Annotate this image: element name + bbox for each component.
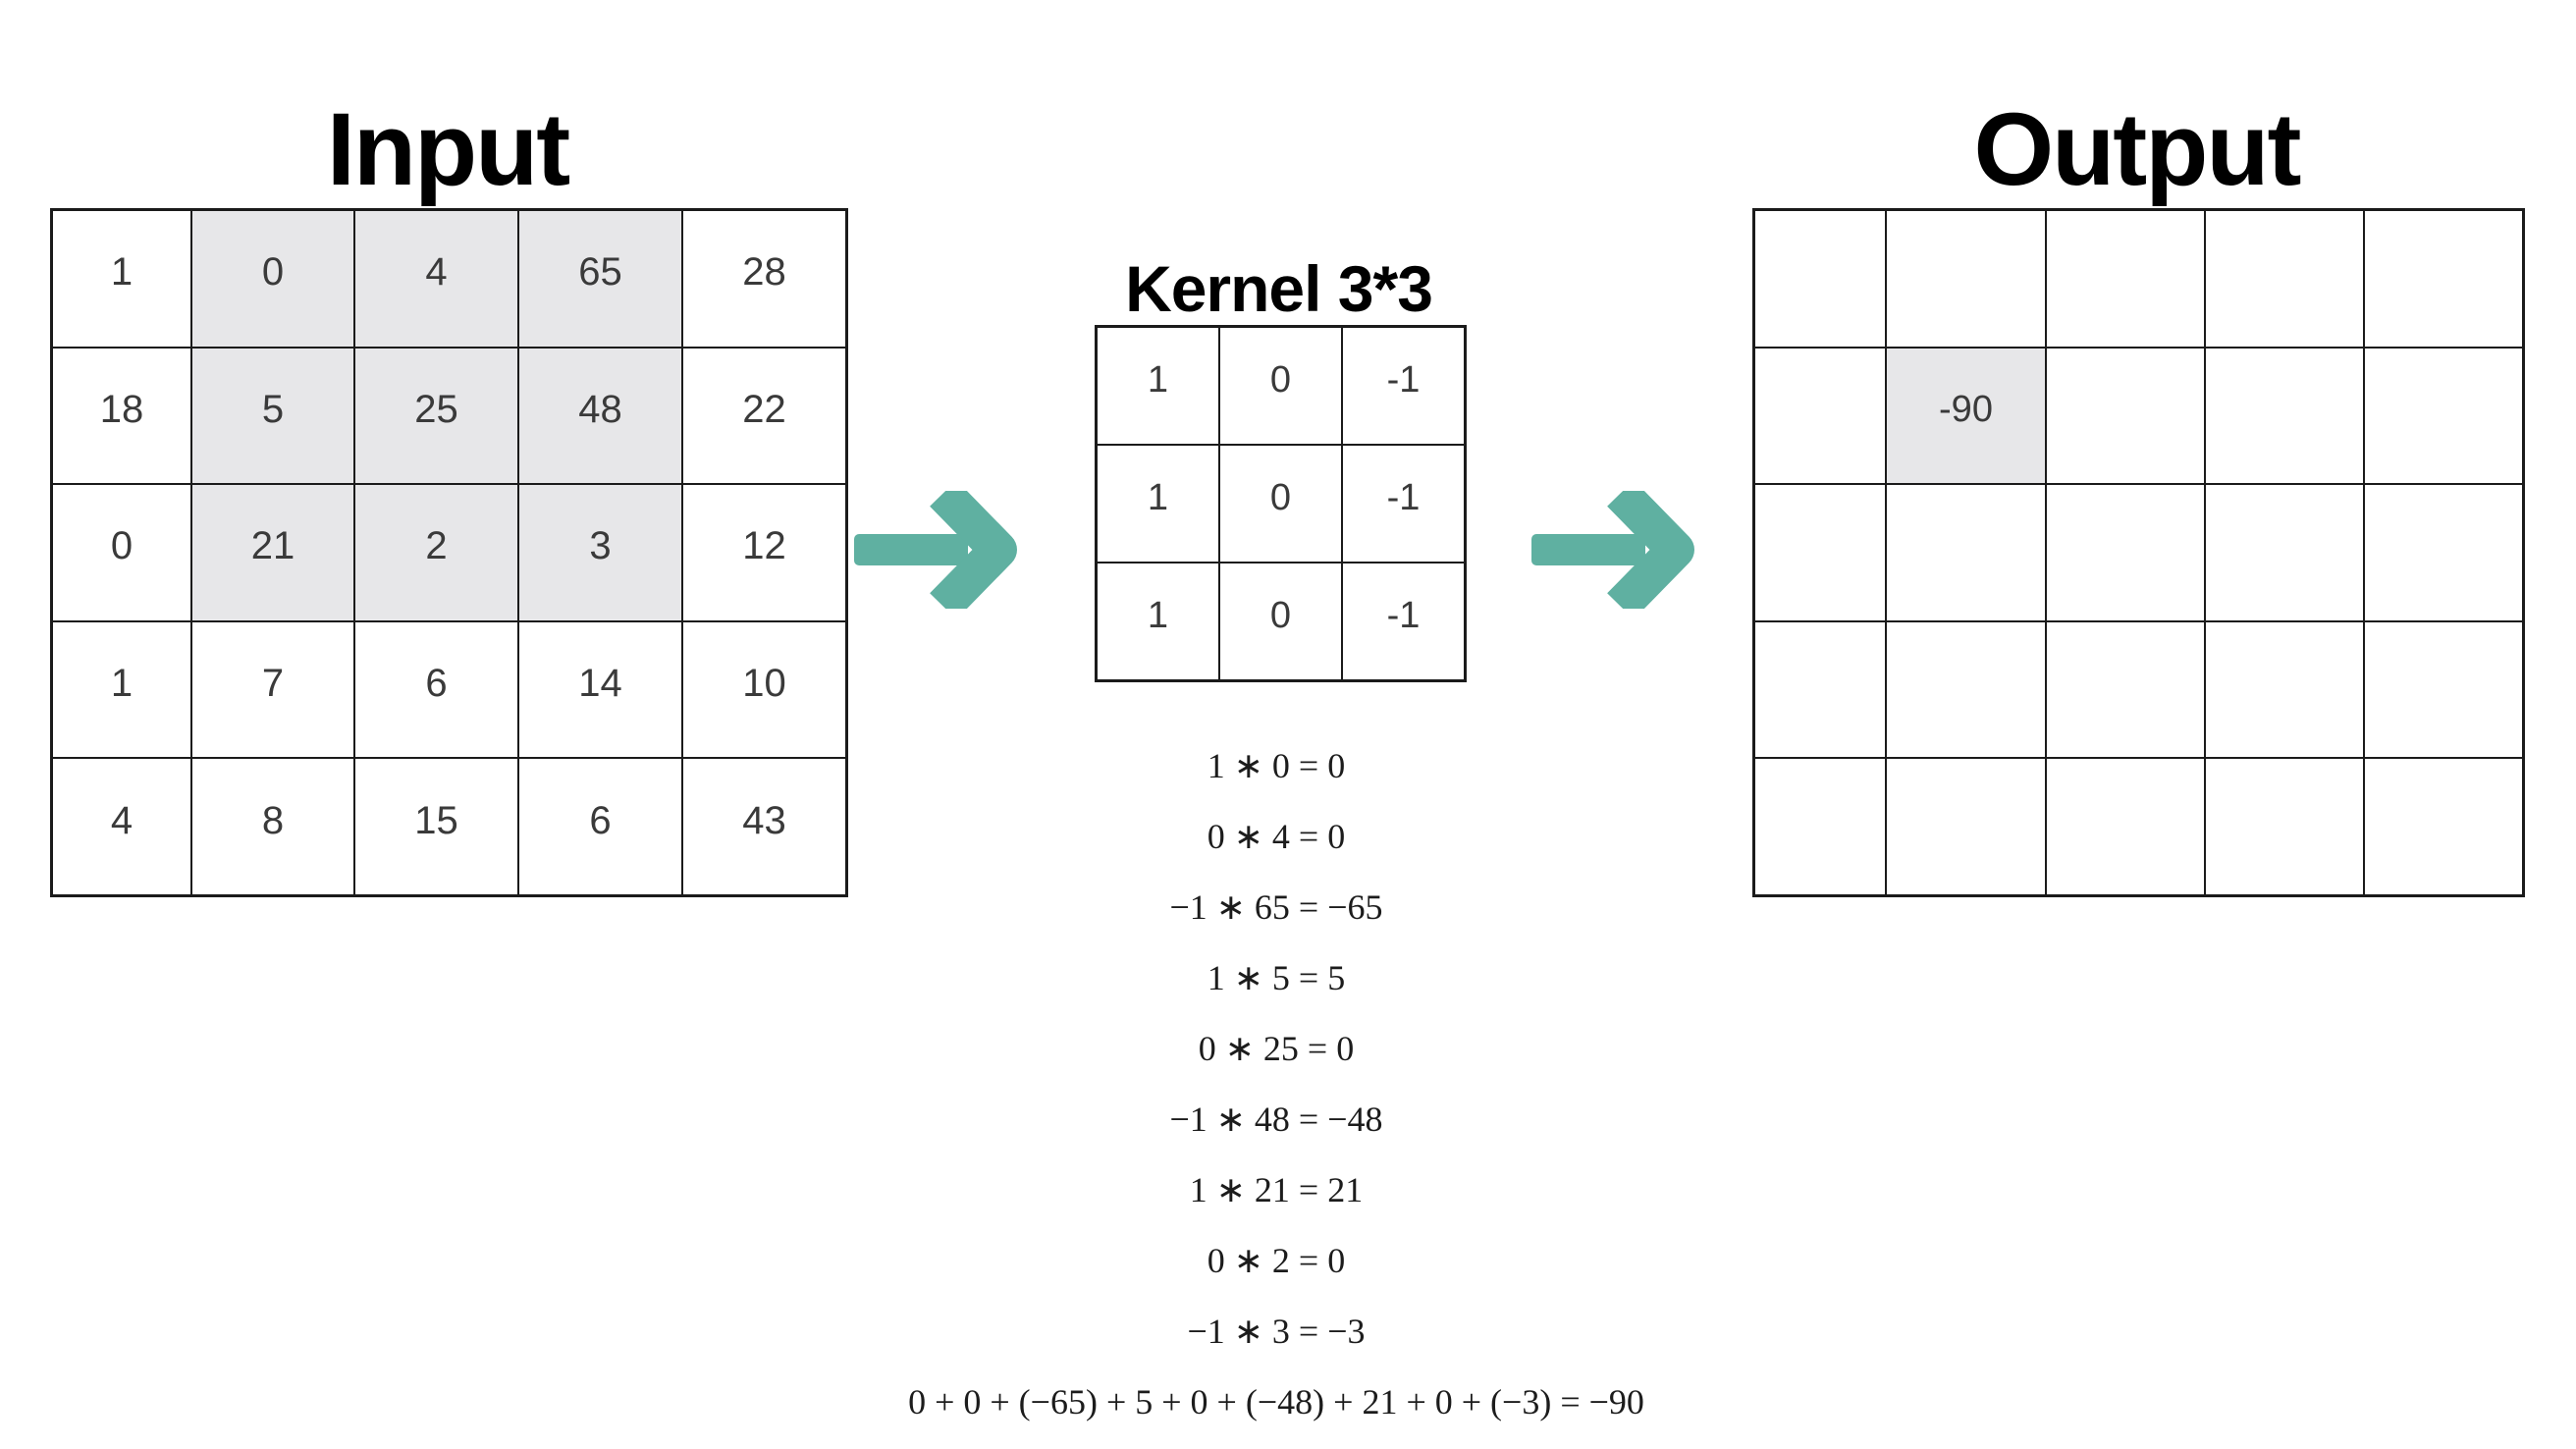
output-grid-cell: -90 <box>1886 347 2046 485</box>
input-grid-cell: 1 <box>52 210 191 348</box>
output-grid-cell <box>2364 484 2523 621</box>
output-grid: -90 <box>1752 208 2525 897</box>
output-grid-cell <box>1886 758 2046 895</box>
output-grid-cell <box>2364 758 2523 895</box>
output-grid-cell <box>1886 620 2046 759</box>
input-grid-cell: 21 <box>191 484 354 621</box>
equation-line: −1 ∗ 65 = −65 <box>1169 887 1383 927</box>
kernel-grid-cell: -1 <box>1342 563 1465 680</box>
input-grid-cell: 12 <box>682 484 846 621</box>
output-grid-cell <box>2046 620 2205 759</box>
equation-line: 0 ∗ 2 = 0 <box>1207 1241 1346 1280</box>
output-grid-cell <box>1754 484 1886 621</box>
input-grid-cell: 6 <box>354 620 518 759</box>
output-grid-cell <box>1886 484 2046 621</box>
output-grid-cell <box>1754 620 1886 759</box>
input-grid-cell: 6 <box>518 758 682 895</box>
convolution-equations: 1 ∗ 0 = 0 0 ∗ 4 = 0 −1 ∗ 65 = −65 1 ∗ 5 = 5… <box>834 730 1718 1437</box>
input-grid-cell: 1 <box>52 620 191 759</box>
equation-line: −1 ∗ 3 = −3 <box>1187 1312 1366 1351</box>
equation-line: 0 ∗ 4 = 0 <box>1207 817 1346 856</box>
kernel-grid-cell: 1 <box>1097 445 1219 563</box>
input-grid-cell: 10 <box>682 620 846 759</box>
input-grid-cell: 7 <box>191 620 354 759</box>
output-grid-cell <box>2364 347 2523 485</box>
input-grid-cell: 5 <box>191 347 354 485</box>
equation-line: 0 ∗ 25 = 0 <box>1198 1029 1355 1068</box>
input-grid-cell: 15 <box>354 758 518 895</box>
input-grid-cell: 18 <box>52 347 191 485</box>
input-section-title: Input <box>326 92 571 208</box>
input-grid-cell: 0 <box>191 210 354 348</box>
output-grid-cell <box>1754 758 1886 895</box>
input-grid-cell: 8 <box>191 758 354 895</box>
output-grid-cell <box>1886 210 2046 348</box>
arrow-right-icon <box>1531 491 1694 609</box>
kernel-grid-cell: 0 <box>1219 563 1342 680</box>
output-grid-cell <box>2205 347 2364 485</box>
equation-line: 1 ∗ 0 = 0 <box>1207 746 1346 785</box>
output-section-title: Output <box>1973 92 2301 208</box>
equation-line: −1 ∗ 48 = −48 <box>1169 1100 1383 1139</box>
kernel-grid-cell: 0 <box>1219 445 1342 563</box>
output-grid-cell <box>2046 758 2205 895</box>
input-grid-cell: 48 <box>518 347 682 485</box>
output-grid-cell <box>2205 758 2364 895</box>
output-grid-cell <box>2205 210 2364 348</box>
input-grid-cell: 25 <box>354 347 518 485</box>
input-grid-cell: 14 <box>518 620 682 759</box>
input-grid-cell: 4 <box>354 210 518 348</box>
kernel-grid-cell: -1 <box>1342 327 1465 445</box>
input-grid-cell: 4 <box>52 758 191 895</box>
equation-line: 0 + 0 + (−65) + 5 + 0 + (−48) + 21 + 0 +… <box>908 1382 1644 1422</box>
kernel-grid-cell: 0 <box>1219 327 1342 445</box>
input-grid-cell: 43 <box>682 758 846 895</box>
equation-line: 1 ∗ 5 = 5 <box>1207 958 1346 997</box>
output-grid-cell <box>2364 620 2523 759</box>
input-grid-cell: 28 <box>682 210 846 348</box>
output-grid-cell <box>1754 347 1886 485</box>
kernel-grid-cell: 1 <box>1097 563 1219 680</box>
output-grid-cell <box>2046 347 2205 485</box>
equation-line: 1 ∗ 21 = 21 <box>1189 1170 1364 1209</box>
input-grid-cell: 0 <box>52 484 191 621</box>
kernel-section-title: Kernel 3*3 <box>1125 251 1433 325</box>
output-grid-cell <box>2046 210 2205 348</box>
input-grid-cell: 22 <box>682 347 846 485</box>
input-grid-cell: 65 <box>518 210 682 348</box>
output-grid-cell <box>2364 210 2523 348</box>
arrow-right-icon <box>854 491 1017 609</box>
input-grid-cell: 3 <box>518 484 682 621</box>
output-grid-cell <box>2205 484 2364 621</box>
kernel-grid-cell: 1 <box>1097 327 1219 445</box>
output-grid-cell <box>2046 484 2205 621</box>
output-grid-cell <box>1754 210 1886 348</box>
output-grid-cell <box>2205 620 2364 759</box>
input-grid-cell: 2 <box>354 484 518 621</box>
kernel-grid-cell: -1 <box>1342 445 1465 563</box>
